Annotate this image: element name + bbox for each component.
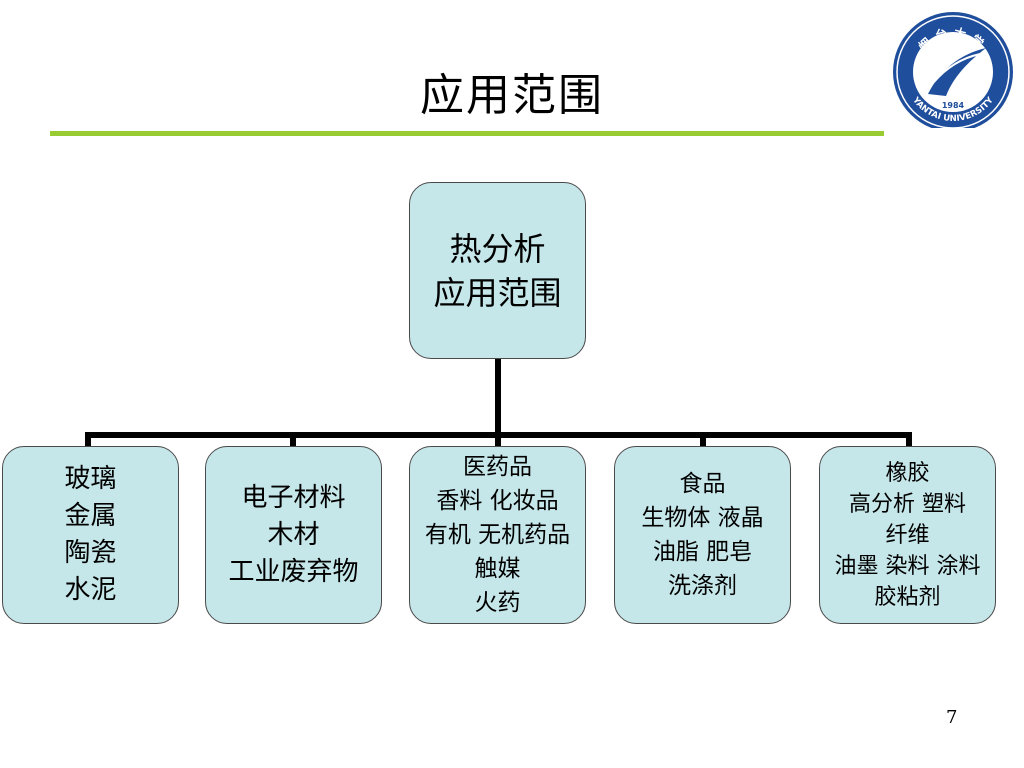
child-node-line: 纤维: [885, 522, 930, 548]
child-node-line: 水泥: [64, 575, 117, 605]
child-node-line: 生物体 液晶: [641, 505, 764, 531]
diagram-child-node-materials: 玻璃 金属 陶瓷 水泥: [2, 446, 179, 624]
child-node-line: 陶瓷: [64, 538, 117, 568]
logo-year: 1984: [942, 101, 965, 110]
logo-ring-outline: [896, 15, 1010, 128]
child-node-line: 木材: [267, 519, 320, 550]
connector-branch-4: [700, 432, 706, 446]
root-node-line: 应用范围: [433, 273, 562, 312]
connector-branch-2: [290, 432, 296, 446]
child-node-line: 金属: [64, 501, 117, 531]
connector-branch-3: [495, 432, 501, 446]
child-node-line: 洗涤剂: [668, 573, 737, 599]
diagram-child-node-food: 食品 生物体 液晶 油脂 肥皂 洗涤剂: [614, 446, 791, 624]
diagram-root-node: 热分析 应用范围: [409, 182, 586, 359]
child-node-line: 胶粘剂: [874, 584, 941, 610]
connector-branch-1: [85, 432, 91, 446]
slide-title: 应用范围: [420, 70, 604, 121]
child-node-line: 玻璃: [64, 464, 117, 494]
root-node-line: 热分析: [449, 229, 546, 268]
logo-feather-emblem: [928, 48, 986, 96]
child-node-line: 电子材料: [241, 482, 346, 513]
child-node-line: 工业废弃物: [228, 556, 359, 587]
title-underline: [50, 131, 884, 136]
child-node-line: 高分析 塑料: [849, 491, 966, 517]
logo-feather-stroke: [933, 53, 981, 83]
diagram-child-node-polymers: 橡胶 高分析 塑料 纤维 油墨 染料 涂料 胶粘剂: [819, 446, 996, 624]
university-logo: 烟台大学 YANTAI UNIVERSITY 1984: [893, 12, 1013, 128]
child-node-line: 火药: [474, 590, 521, 616]
child-node-line: 油墨 染料 涂料: [834, 553, 981, 579]
child-node-line: 触媒: [474, 556, 521, 582]
diagram-child-node-electronics: 电子材料 木材 工业废弃物: [205, 446, 382, 624]
child-node-line: 香料 化妆品: [436, 488, 559, 514]
child-node-line: 食品: [679, 471, 726, 497]
page-number: 7: [946, 707, 958, 728]
child-node-line: 有机 无机药品: [424, 522, 571, 548]
diagram-child-node-pharmaceuticals: 医药品 香料 化妆品 有机 无机药品 触媒 火药: [409, 446, 586, 624]
child-node-line: 油脂 肥皂: [652, 539, 753, 565]
child-node-line: 橡胶: [885, 460, 930, 486]
connector-root-stem: [495, 359, 501, 438]
child-node-line: 医药品: [463, 454, 532, 480]
connector-branch-5: [906, 432, 912, 446]
